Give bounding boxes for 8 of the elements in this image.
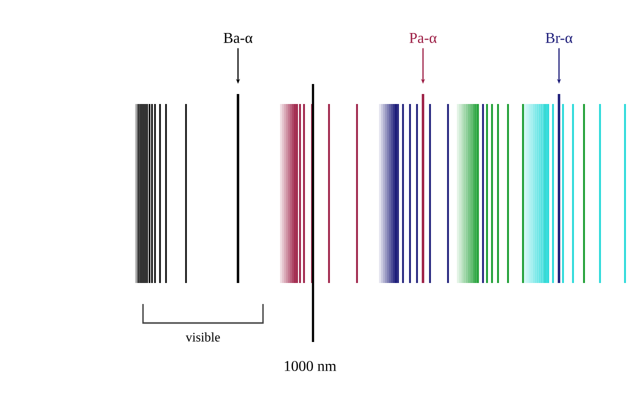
series-label: Pa-α [410,33,437,43]
spectral-line [558,94,560,283]
spectral-line [422,94,424,283]
series-label: Ba-α [224,33,252,43]
series-label: Br-α [546,33,572,43]
wavelength-label: 1000 nm [284,360,336,372]
spectral-line [236,94,240,283]
bracket-label: visible [186,332,220,342]
